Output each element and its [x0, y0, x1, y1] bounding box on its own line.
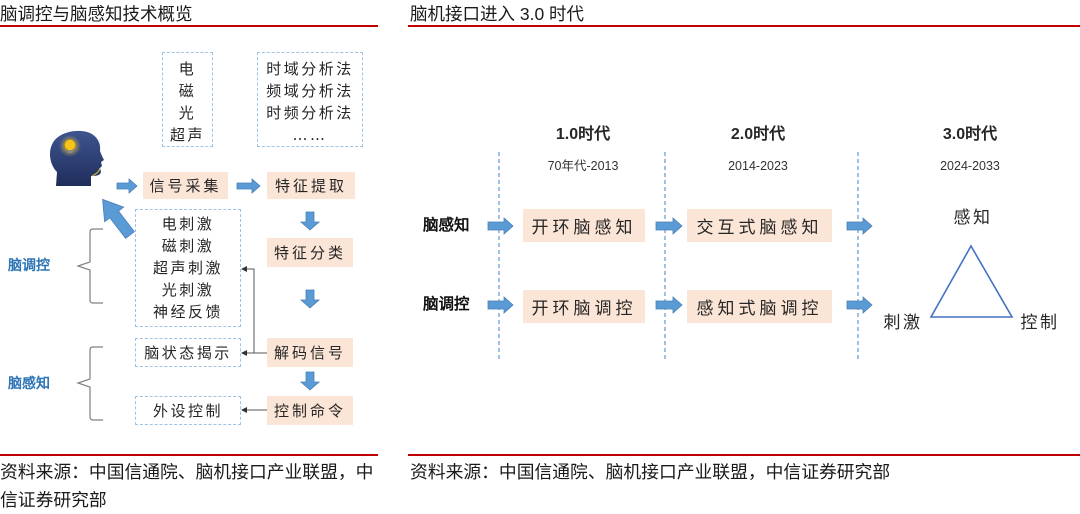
arrow-head-to-acquisition — [116, 178, 138, 194]
arrow-down-classification-to-decode — [299, 289, 321, 309]
left-title-divider — [0, 25, 378, 27]
right-footer-divider — [408, 454, 1080, 456]
signal-type-optical: 光 — [178, 104, 197, 122]
stimulation-magnetic: 磁刺激 — [161, 237, 215, 255]
row-label-modulation: 脑调控 — [423, 296, 470, 313]
era-3-period: 2024-2033 — [940, 159, 1000, 173]
era-2-period: 2014-2023 — [728, 159, 788, 173]
arrow-modulation-era1-to-era2 — [655, 296, 683, 314]
signal-type-magnetic: 磁 — [178, 82, 197, 100]
lightbulb-icon — [64, 139, 76, 151]
arrow-down-decode-to-command — [299, 371, 321, 391]
stage-interactive-perception: 交互式脑感知 — [687, 209, 832, 242]
triangle-label-perception: 感知 — [953, 208, 993, 228]
perception-stimulation-control-triangle — [929, 244, 1014, 318]
stimulation-neurofeedback: 神经反馈 — [152, 303, 223, 321]
era-2-title: 2.0时代 — [730, 126, 786, 143]
lightbulb-glow — [59, 135, 81, 157]
analysis-method-time-frequency: 时频分析法 — [266, 104, 354, 122]
triangle-label-stimulation: 刺激 — [883, 313, 923, 333]
human-head-lightbulb-icon — [50, 130, 104, 186]
feature-classification-box: 特征分类 — [267, 238, 353, 267]
stimulation-methods-box: 电刺激 磁刺激 超声刺激 光刺激 神经反馈 — [135, 209, 241, 327]
triangle-label-control: 控制 — [1020, 313, 1060, 333]
era-3-title: 3.0时代 — [942, 126, 998, 143]
era-1-title: 1.0时代 — [555, 126, 611, 143]
signal-types-box: 电 磁 光 超声 — [162, 52, 213, 147]
analysis-method-frequency: 频域分析法 — [266, 82, 354, 100]
connector-decode-to-brain-state — [241, 350, 267, 356]
left-panel-title: 脑调控与脑感知技术概览 — [0, 4, 193, 24]
stage-perceptive-modulation: 感知式脑调控 — [687, 290, 832, 323]
connector-decode-to-stimulation — [241, 266, 255, 353]
control-command-box: 控制命令 — [267, 396, 353, 425]
label-brain-modulation: 脑调控 — [8, 257, 50, 273]
peripheral-control-box: 外设控制 — [135, 396, 241, 425]
arrow-down-extraction-to-classification — [299, 211, 321, 231]
right-title-divider — [408, 25, 1080, 27]
connector-command-to-peripheral — [241, 407, 267, 413]
arrow-stimulation-to-head — [102, 198, 135, 239]
decode-signal-box: 解码信号 — [267, 338, 353, 367]
feature-extraction-box: 特征提取 — [267, 172, 355, 199]
arrow-perception-era1-to-era2 — [655, 217, 683, 235]
signal-type-ultrasound: 超声 — [169, 126, 205, 144]
stimulation-ultrasound: 超声刺激 — [152, 259, 223, 277]
arrow-perception-to-era1 — [487, 217, 514, 235]
arrow-modulation-era2-to-era3 — [846, 296, 873, 314]
brace-modulation — [76, 228, 103, 304]
analysis-method-more: …… — [292, 126, 328, 144]
arrow-acquisition-to-extraction — [236, 178, 261, 194]
right-source-note: 资料来源：中国信通院、脑机接口产业联盟，中信证券研究部 — [410, 462, 891, 482]
arrow-modulation-to-era1 — [487, 296, 514, 314]
stimulation-electric: 电刺激 — [161, 215, 215, 233]
brain-state-reveal-box: 脑状态揭示 — [135, 338, 241, 367]
stimulation-optical: 光刺激 — [161, 281, 215, 299]
label-brain-perception: 脑感知 — [8, 375, 50, 391]
arrow-perception-era2-to-era3 — [846, 217, 873, 235]
left-source-note: 资料来源：中国信通院、脑机接口产业联盟，中信证券研究部 — [0, 462, 374, 510]
brace-perception — [76, 346, 103, 421]
row-label-perception: 脑感知 — [423, 217, 470, 234]
signal-type-electric: 电 — [178, 60, 197, 78]
analysis-method-time: 时域分析法 — [266, 60, 354, 78]
right-panel-title: 脑机接口进入 3.0 时代 — [410, 4, 585, 24]
stage-open-loop-perception: 开环脑感知 — [523, 209, 645, 242]
era-1-period: 70年代-2013 — [547, 159, 619, 173]
stage-open-loop-modulation: 开环脑调控 — [523, 290, 645, 323]
signal-acquisition-box: 信号采集 — [143, 172, 228, 199]
analysis-methods-box: 时域分析法 频域分析法 时频分析法 …… — [257, 52, 363, 147]
left-footer-divider — [0, 454, 378, 456]
